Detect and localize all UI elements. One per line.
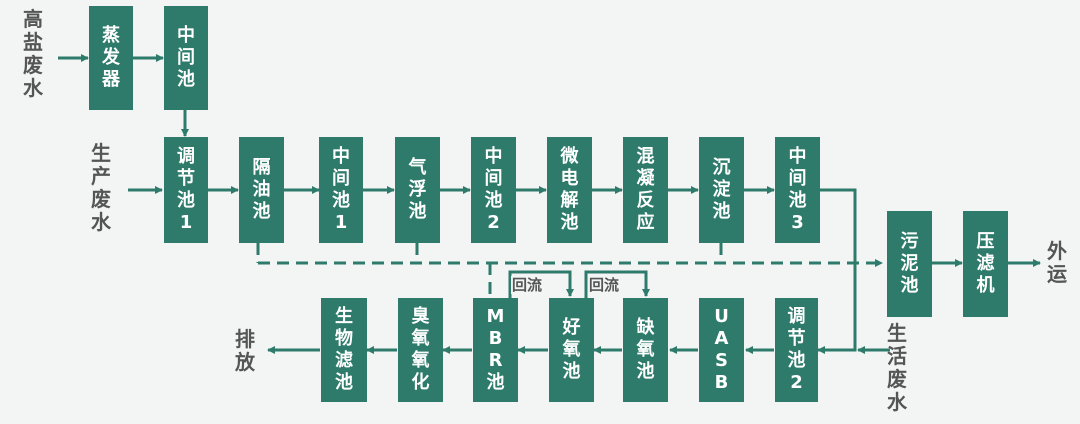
box-mid-tank-2: 中间池2 [471,137,516,243]
tag-return-2: 回流 [588,276,621,294]
return-loop-1 [508,270,574,298]
box-mbr-tank: MBR池 [473,298,518,402]
box-filter-press: 压滤机 [963,211,1008,317]
box-aerobic-tank: 好氧池 [549,298,594,402]
box-air-flotation: 气浮池 [395,137,440,243]
tag-return-1: 回流 [511,276,544,294]
box-mid-tank-top: 中间池 [164,6,208,110]
label-production-wastewater: 生产废水 [91,141,111,234]
box-sediment-tank: 沉淀池 [699,137,744,243]
box-anoxic-tank: 缺氧池 [623,298,668,402]
box-mid-tank-1: 中间池1 [319,137,363,243]
return-loop-2 [584,270,650,298]
box-bio-filter: 生物滤池 [321,298,367,402]
box-ozonation: 臭氧氧化 [398,298,443,402]
box-adjust-tank-1: 调节池1 [164,137,208,243]
box-evaporator: 蒸发器 [89,6,133,110]
label-domestic-wastewater: 生活废水 [887,321,907,414]
box-coagulation-reaction: 混凝反应 [623,137,668,243]
box-mid-tank-3: 中间池3 [775,137,820,243]
box-uasb: UASB [699,298,744,402]
label-haul-away: 外运 [1047,239,1067,286]
label-high-salt-wastewater: 高盐废水 [23,7,43,100]
box-adjust-tank-2: 调节池2 [775,298,818,402]
label-discharge: 排放 [235,327,255,374]
box-micro-electrolysis: 微电解池 [547,137,592,243]
line-mid-3-to-bottom [817,188,857,354]
box-oil-separator: 隔油池 [239,137,284,243]
box-sludge-tank: 污泥池 [887,211,932,317]
